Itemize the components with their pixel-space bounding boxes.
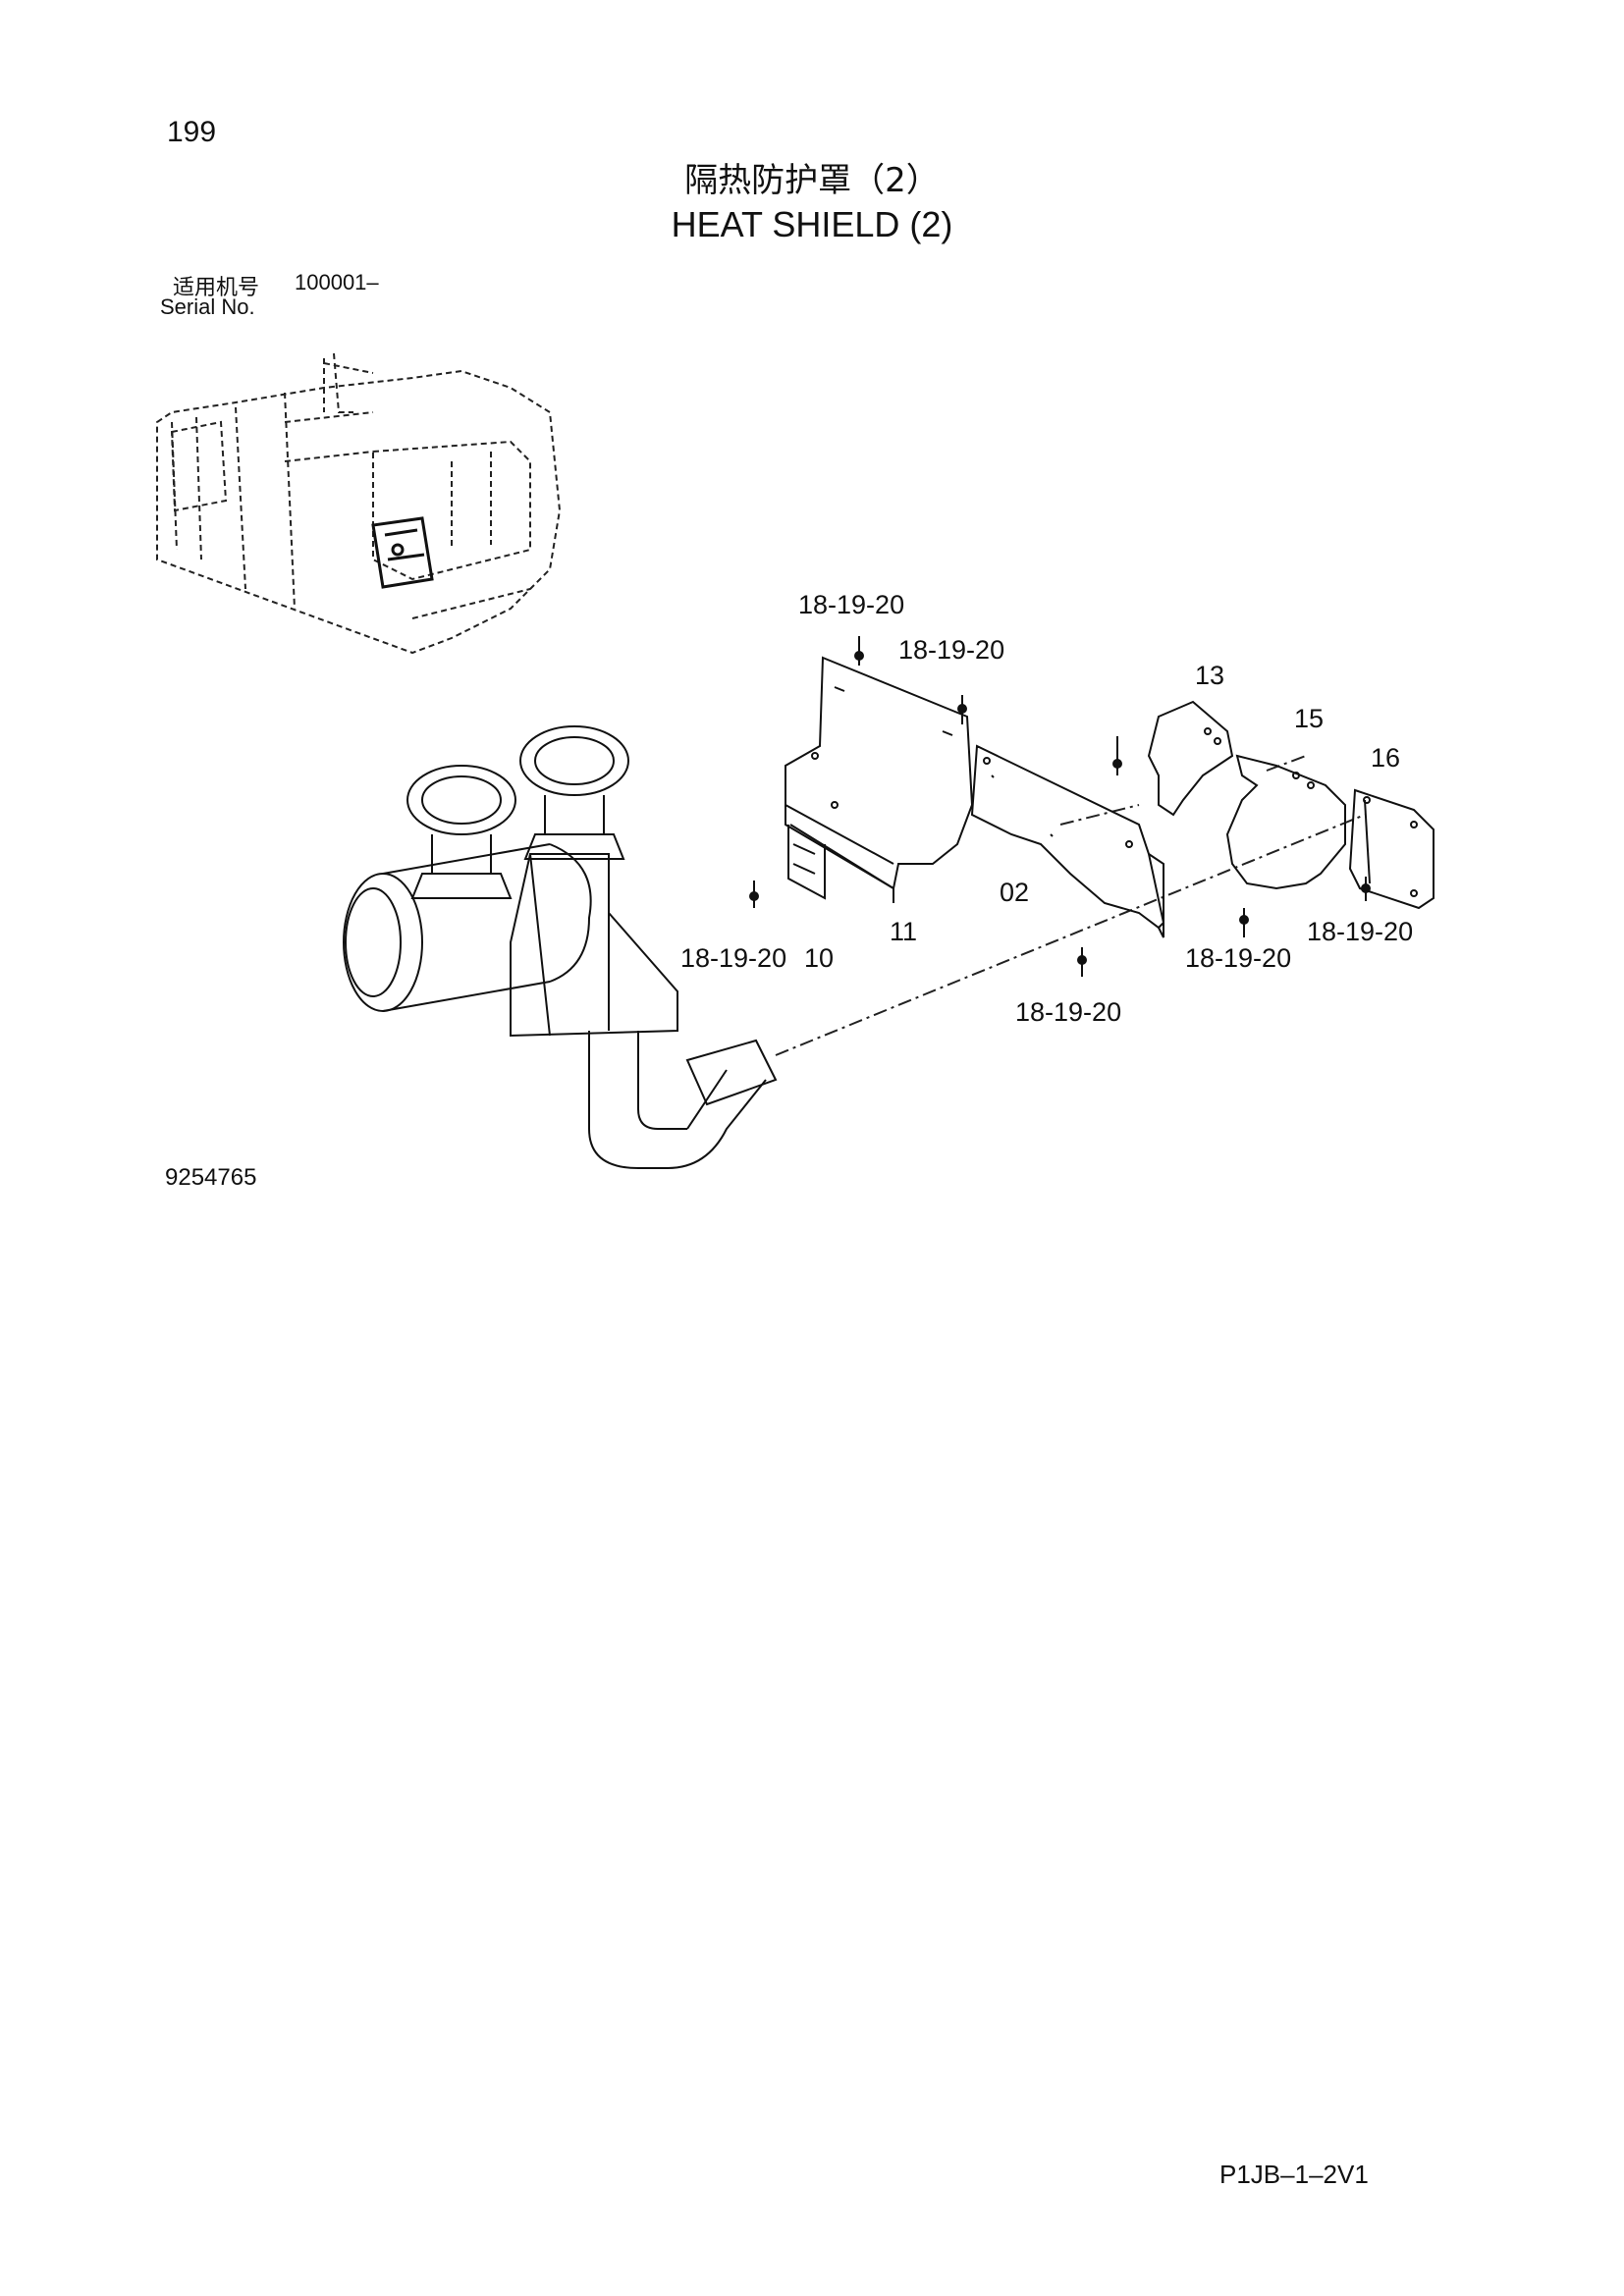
bolts	[749, 636, 1371, 977]
callout-label: 15	[1294, 704, 1324, 733]
plate-16	[1348, 788, 1435, 910]
callout-label: 18-19-20	[1307, 917, 1413, 946]
page-number: 199	[167, 116, 217, 148]
shield-plate-11	[785, 656, 974, 903]
bracket-10	[787, 825, 826, 900]
machine-highlight	[371, 516, 434, 589]
air-cleaner-assembly	[343, 725, 778, 1169]
page-title-en: HEAT SHIELD (2)	[671, 204, 953, 244]
shield-plate-13	[1147, 700, 1234, 817]
drawing-number: 9254765	[165, 1164, 257, 1191]
callout-label: 18-19-20	[1015, 997, 1121, 1027]
serial-value: 100001–	[295, 270, 379, 294]
shield-plate-02	[970, 744, 1165, 938]
callout-label: 18-19-20	[1185, 943, 1291, 973]
callout-label: 18-19-20	[798, 590, 904, 619]
serial-label-en: Serial No.	[160, 294, 255, 319]
callout-label: 13	[1195, 661, 1224, 690]
callout-label: 11	[890, 917, 917, 946]
callout-label: 18-19-20	[898, 635, 1004, 665]
shield-plate-15	[1225, 754, 1346, 890]
callout-label: 10	[804, 943, 834, 973]
page-title-cn: 隔热防护罩（2）	[684, 161, 940, 200]
leader-lines	[775, 755, 1366, 1056]
callout-label: 18-19-20	[680, 943, 786, 973]
page-code: P1JB–1–2V1	[1219, 2160, 1369, 2189]
serial-label-cn: 适用机号	[173, 276, 260, 300]
callout-label: 16	[1371, 743, 1400, 773]
machine-overview	[156, 352, 562, 655]
callout-label: 02	[1000, 878, 1029, 907]
